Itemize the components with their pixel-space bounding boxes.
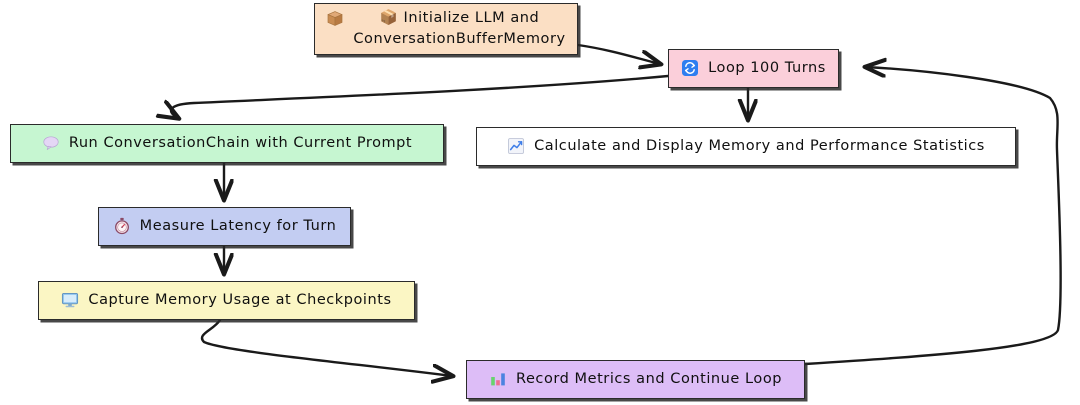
package-icon bbox=[326, 10, 344, 28]
stopwatch-icon bbox=[113, 217, 131, 235]
edge-capture-to-record bbox=[200, 318, 452, 376]
node-label-calculate-statistics: Calculate and Display Memory and Perform… bbox=[534, 137, 985, 154]
node-label-capture-memory-usage: Capture Memory Usage at Checkpoints bbox=[88, 291, 392, 308]
desktop-computer-icon bbox=[61, 291, 79, 309]
node-label-initialize-llm: 📦 Initialize LLM and ConversationBufferM… bbox=[353, 9, 566, 47]
node-run-conversation-chain[interactable]: Run ConversationChain with Current Promp… bbox=[10, 124, 444, 163]
node-initialize-llm[interactable]: 📦 Initialize LLM and ConversationBufferM… bbox=[314, 3, 578, 55]
node-loop-100-turns[interactable]: Loop 100 Turns bbox=[668, 49, 839, 88]
node-calculate-statistics[interactable]: Calculate and Display Memory and Perform… bbox=[476, 127, 1016, 166]
edge-init-to-loop bbox=[576, 43, 660, 64]
repeat-icon bbox=[681, 59, 699, 77]
node-label-measure-latency: Measure Latency for Turn bbox=[139, 217, 337, 234]
node-label-run-conversation-chain: Run ConversationChain with Current Promp… bbox=[68, 134, 413, 151]
edge-record-to-loop bbox=[803, 67, 1062, 366]
speech-bubble-icon bbox=[42, 134, 60, 152]
node-measure-latency[interactable]: Measure Latency for Turn bbox=[98, 207, 351, 246]
node-record-metrics[interactable]: Record Metrics and Continue Loop bbox=[466, 360, 805, 399]
node-capture-memory-usage[interactable]: Capture Memory Usage at Checkpoints bbox=[38, 281, 415, 320]
bar-chart-icon bbox=[489, 370, 507, 388]
node-label-record-metrics: Record Metrics and Continue Loop bbox=[515, 370, 783, 387]
chart-increasing-icon bbox=[507, 137, 525, 155]
node-label-loop-100-turns: Loop 100 Turns bbox=[708, 59, 826, 76]
edge-loop-to-run bbox=[171, 74, 670, 118]
